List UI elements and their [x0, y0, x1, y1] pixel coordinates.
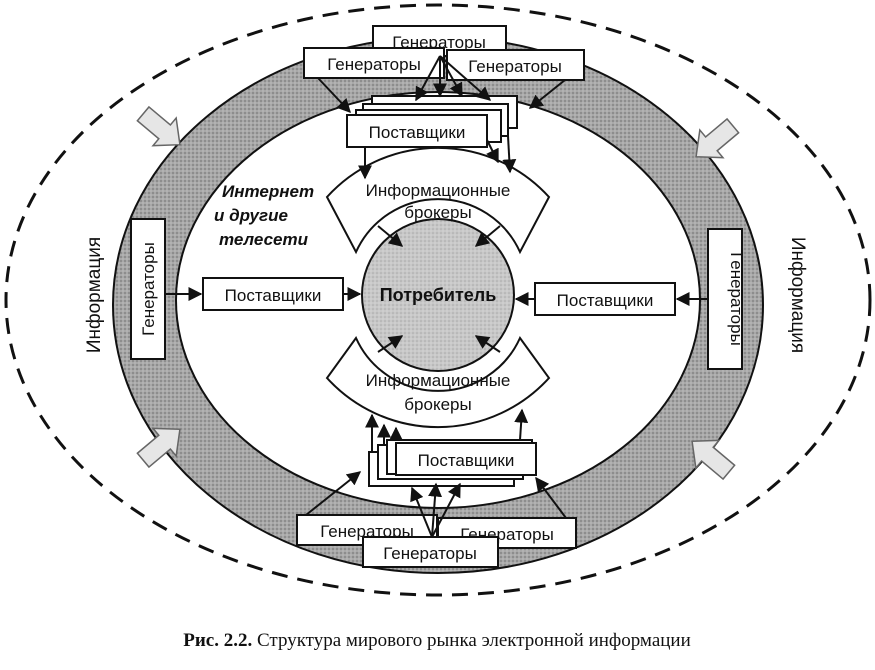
- arrow-top-gen-4: [439, 55, 492, 101]
- information-label-left: Информация: [84, 237, 105, 353]
- arrow-top-sup-3: [502, 135, 517, 174]
- brokers-top-line2: брокеры: [404, 203, 471, 222]
- arrow-bottom-right-gen: [535, 476, 567, 519]
- caption-prefix: Рис. 2.2.: [183, 630, 252, 651]
- arrow-bottom-left-gen: [305, 471, 362, 516]
- information-label-right: Информация: [787, 237, 808, 353]
- internet-line3: телесети: [219, 230, 309, 249]
- generator-box-bottom-center-label: Генераторы: [383, 544, 477, 563]
- supplier-box-left: [202, 277, 344, 311]
- supplier-box-bottom: [395, 442, 537, 476]
- arrow-broker-bottom-right: [474, 335, 501, 353]
- arrow-top-gen-1: [415, 55, 441, 102]
- arrow-bottom-gen-1: [410, 486, 433, 538]
- info-arrow-top-left: [136, 105, 181, 147]
- info-arrow-bottom-right: [691, 439, 736, 481]
- arrow-broker-bottom-left: [377, 335, 404, 353]
- internet-line2: и другие: [214, 206, 288, 225]
- arrow-top-sup-2: [486, 139, 499, 164]
- consumer-circle: [361, 218, 515, 372]
- brokers-bottom-line1: Информационные: [366, 371, 511, 390]
- supplier-box-top-label: Поставщики: [369, 123, 466, 142]
- internet-line1: Интернет: [222, 182, 314, 201]
- arrow-top-left-gen: [317, 77, 351, 114]
- arrow-broker-top-right: [474, 225, 501, 247]
- outer-dashed-ellipse: [4, 3, 872, 597]
- supplier-box-bottom-label: Поставщики: [418, 451, 515, 470]
- arrow-top-gen-3: [439, 55, 463, 98]
- info-arrow-top-right: [695, 117, 740, 159]
- generator-box-right-label: Генераторы: [727, 252, 746, 346]
- consumer-label: Потребитель: [380, 285, 497, 305]
- generator-box-left-label: Генераторы: [139, 242, 158, 336]
- arrow-bottom-gen-2: [428, 482, 443, 538]
- arrow-bottom-sup-4: [514, 408, 529, 441]
- arrow-top-right-gen: [528, 79, 566, 109]
- arrow-broker-top-left: [377, 225, 404, 247]
- supplier-box-right-label: Поставщики: [557, 291, 654, 310]
- info-arrow-bottom-left: [136, 427, 181, 469]
- supplier-box-left-label: Поставщики: [225, 286, 322, 305]
- brokers-bottom-line2: брокеры: [404, 395, 471, 414]
- generator-box-top-left-label: Генераторы: [327, 55, 421, 74]
- brokers-arc-top: [325, 146, 551, 255]
- supplier-box-top: [346, 114, 488, 148]
- generator-box-bottom-center: [362, 536, 499, 568]
- brokers-top-line1: Информационные: [366, 181, 511, 200]
- generator-box-left: [130, 218, 166, 360]
- brokers-arc-bottom: [325, 336, 551, 429]
- caption-text: Структура мирового рынка электронной инф…: [252, 630, 691, 651]
- figure-caption: Рис. 2.2. Структура мирового рынка элект…: [183, 630, 691, 651]
- internet-label: Интернет и другие телесети: [214, 182, 314, 249]
- arrow-bottom-gen-3: [431, 482, 461, 538]
- supplier-box-right: [534, 282, 676, 316]
- generator-box-top-right: [446, 49, 585, 81]
- generator-box-top-right-label: Генераторы: [468, 57, 562, 76]
